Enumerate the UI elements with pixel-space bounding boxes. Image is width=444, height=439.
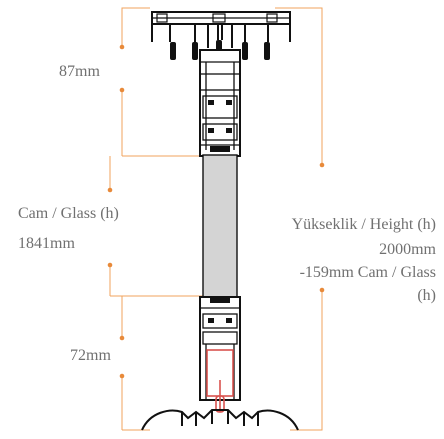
dim-height-bottom xyxy=(290,290,323,431)
dim-height-top xyxy=(275,7,323,165)
top-profile-dimension-label: 87mm xyxy=(59,63,100,80)
glass-panel xyxy=(202,154,238,298)
dimension-lines xyxy=(109,7,323,431)
dimension-dots xyxy=(107,44,325,379)
top-rail-profile xyxy=(151,11,291,48)
height-minus-glass-line1: -159mm Cam / Glass xyxy=(299,264,436,281)
bottom-profile-dimension-label: 72mm xyxy=(70,347,111,364)
glass-dimension-title: Cam / Glass (h) xyxy=(18,205,119,222)
floor-track-profile xyxy=(141,409,299,431)
height-dimension-value: 2000mm xyxy=(379,241,436,258)
upper-sash-profile xyxy=(199,49,241,157)
height-dimension-title: Yükseklik / Height (h) xyxy=(291,216,436,233)
dim-top-87mm xyxy=(121,7,150,47)
bottom-gasket xyxy=(206,349,234,413)
height-minus-glass-line2: (h) xyxy=(417,287,436,304)
glass-dimension-value: 1841mm xyxy=(18,235,75,252)
